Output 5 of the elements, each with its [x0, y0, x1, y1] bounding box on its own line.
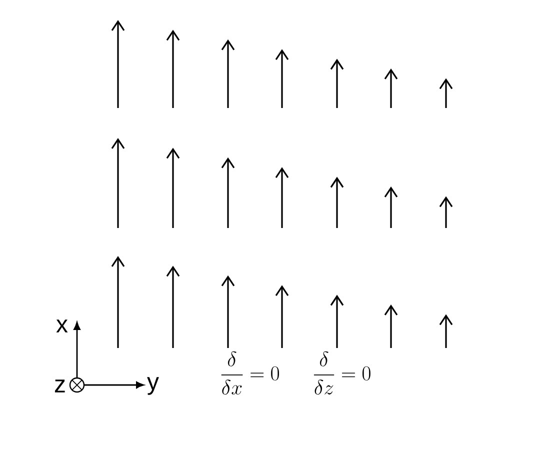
- axis-label: y: [147, 377, 159, 395]
- formula: $\frac{\delta}{\delta z}=0$: [314, 351, 370, 395]
- axis-label: x: [56, 320, 68, 332]
- axis-label: z: [54, 380, 65, 392]
- formula: $\frac{\delta}{\delta x}=0$: [221, 351, 279, 395]
